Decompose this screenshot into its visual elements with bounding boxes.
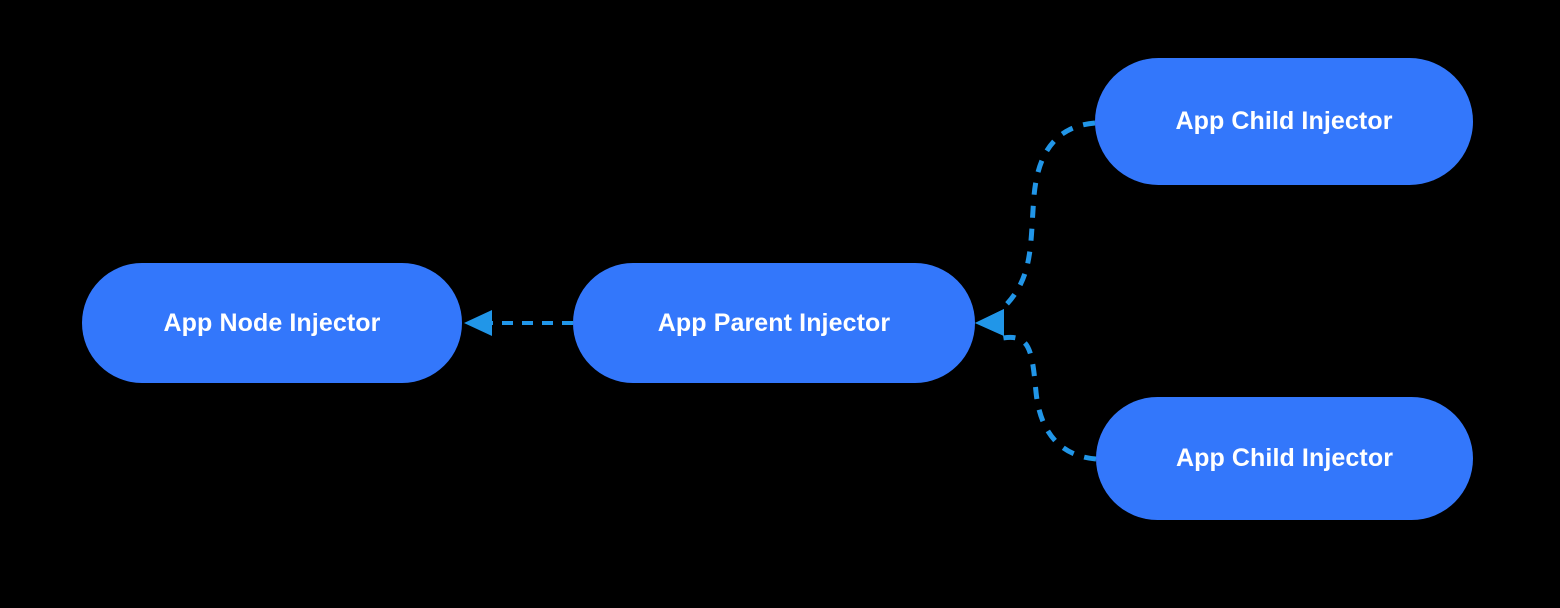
edge-parent-to-node xyxy=(464,310,573,336)
edge-child-bottom-to-parent-line xyxy=(1002,334,1097,462)
node-app-child-injector-bottom[interactable]: App Child Injector xyxy=(1096,397,1473,520)
edge-child-top-to-parent xyxy=(975,120,1096,336)
node-app-node-injector-label: App Node Injector xyxy=(163,308,381,337)
node-app-child-injector-top-label: App Child Injector xyxy=(1175,107,1393,135)
edge-child-top-to-parent-line xyxy=(1001,120,1096,310)
node-app-parent-injector-label: App Parent Injector xyxy=(657,308,891,337)
edge-child-bottom-to-parent xyxy=(975,309,1097,462)
node-app-parent-injector[interactable]: App Parent Injector xyxy=(573,263,975,383)
edge-child-bottom-to-parent-arrowhead-shared xyxy=(975,309,1004,336)
edge-parent-to-node-arrowhead xyxy=(464,310,492,336)
node-app-child-injector-top[interactable]: App Child Injector xyxy=(1095,58,1473,185)
node-app-node-injector[interactable]: App Node Injector xyxy=(82,263,462,383)
node-app-child-injector-bottom-label: App Child Injector xyxy=(1175,444,1394,472)
